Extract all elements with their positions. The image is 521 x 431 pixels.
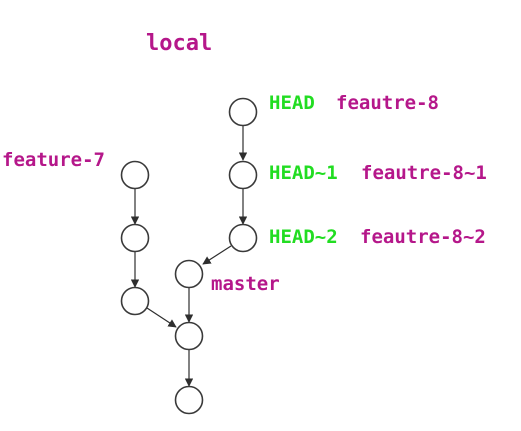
commit-node-feature-7-base[interactable] xyxy=(120,286,150,316)
commit-node-feature-7[interactable] xyxy=(120,160,150,190)
label-feautre-8-1: feautre-8~1 xyxy=(361,162,487,184)
commit-nodes xyxy=(120,97,258,415)
label-head: HEAD xyxy=(269,92,315,114)
commit-node-root[interactable] xyxy=(174,385,204,415)
commit-node-head[interactable] xyxy=(228,97,258,127)
label-feautre-8: feautre-8 xyxy=(336,92,439,114)
commit-edges xyxy=(130,126,248,387)
label-head-2: HEAD~2 xyxy=(269,226,338,248)
diagram-title: local xyxy=(146,31,212,56)
edge-f3-m2 xyxy=(146,307,177,328)
label-head-1: HEAD~1 xyxy=(269,162,338,184)
commit-node-feature-7-parent[interactable] xyxy=(120,223,150,253)
commit-node-master[interactable] xyxy=(174,259,204,289)
edge-c3-m1 xyxy=(202,245,232,265)
label-master: master xyxy=(211,273,280,295)
commit-node-merge-base[interactable] xyxy=(174,321,204,351)
ref-labels: HEAD feautre-8 HEAD~1 feautre-8~1 HEAD~2… xyxy=(2,92,487,295)
commit-node-head-2[interactable] xyxy=(228,223,258,253)
label-feautre-8-2: feautre-8~2 xyxy=(360,226,486,248)
commit-node-head-1[interactable] xyxy=(228,160,258,190)
label-feature-7: feature-7 xyxy=(2,149,105,171)
